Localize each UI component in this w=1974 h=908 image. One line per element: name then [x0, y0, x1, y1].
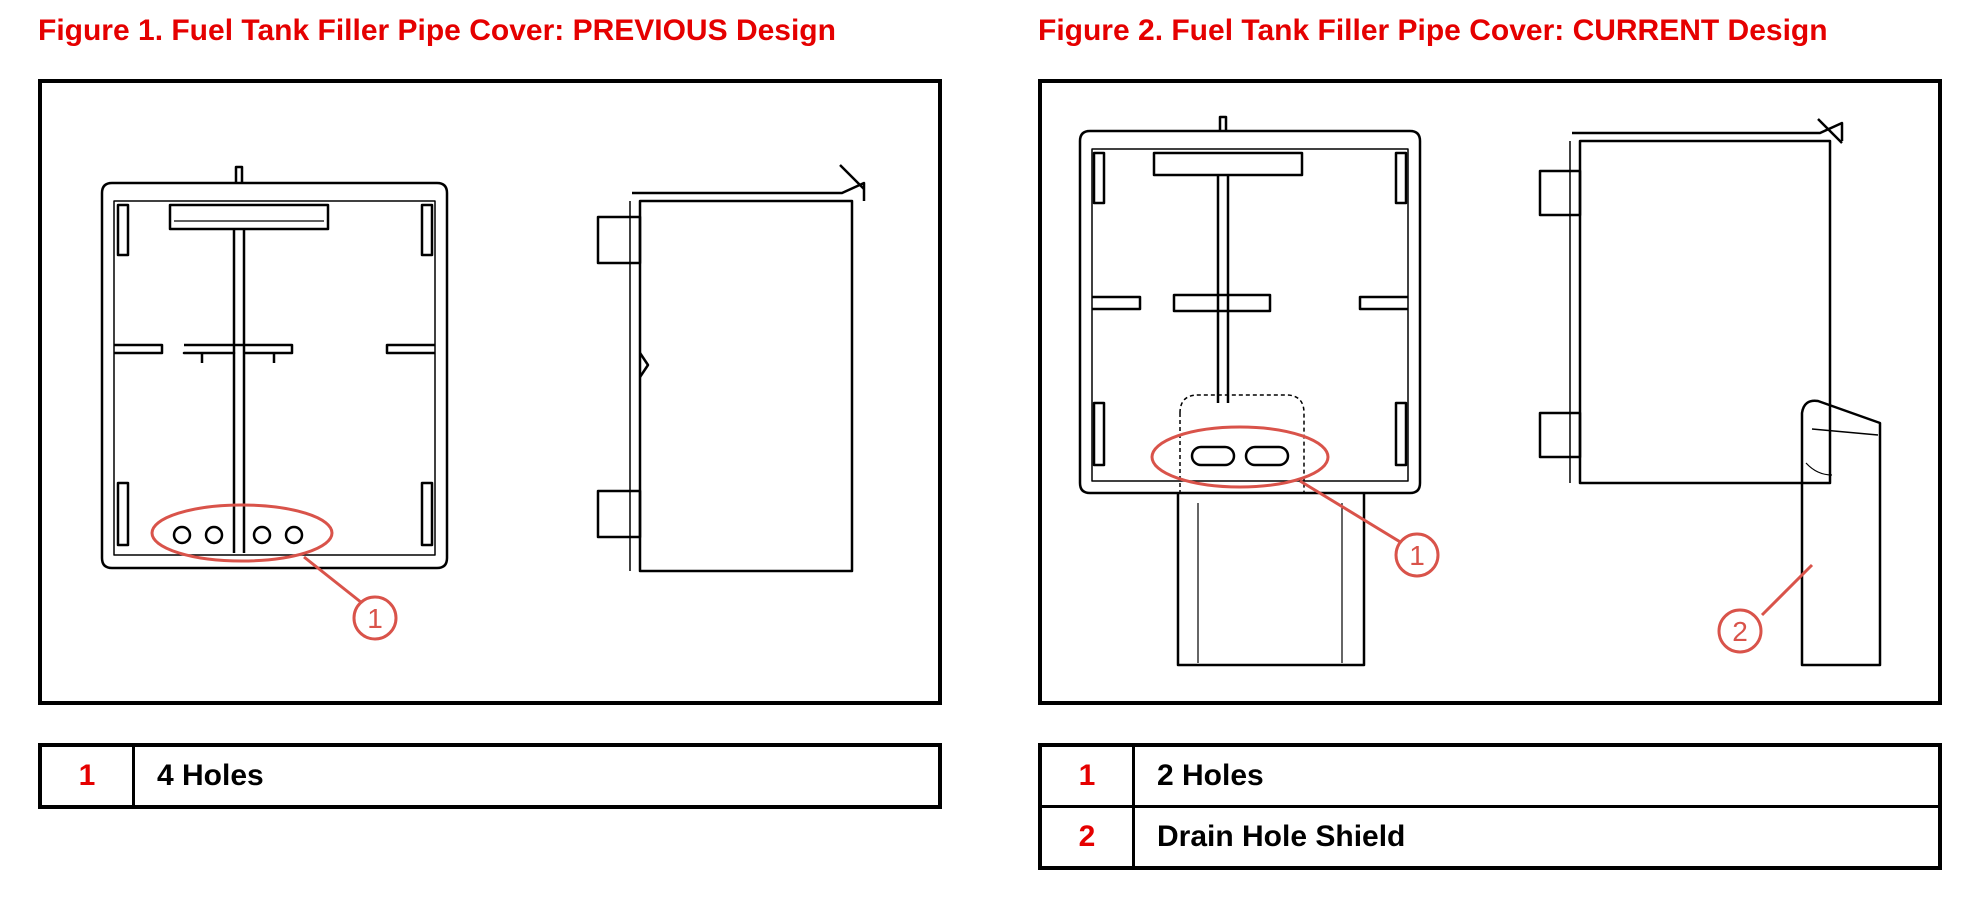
- figure-2-drawing-frame: 1 2: [1038, 79, 1942, 705]
- figure-1-legend: 1 4 Holes: [38, 743, 942, 809]
- callout-1-label: 1: [1409, 540, 1425, 571]
- figure-2-title: Figure 2. Fuel Tank Filler Pipe Cover: C…: [1038, 14, 1828, 47]
- legend-row: 1 4 Holes: [38, 743, 942, 809]
- legend-number: 1: [38, 743, 135, 809]
- previous-cover-side-view: [596, 164, 866, 573]
- legend-row: 1 2 Holes: [1038, 743, 1942, 808]
- callout-2-label: 2: [1732, 616, 1748, 647]
- legend-row: 2 Drain Hole Shield: [1038, 805, 1942, 870]
- figure-1-drawing-frame: 1: [38, 79, 942, 705]
- legend-number: 1: [1038, 743, 1135, 808]
- legend-number: 2: [1038, 805, 1135, 870]
- figure-2-drawing: 1 2: [1078, 115, 1882, 667]
- callout-1-previous: 1: [150, 503, 398, 641]
- figure-2-legend: 1 2 Holes 2 Drain Hole Shield: [1038, 743, 1942, 870]
- callout-2-current: 2: [1717, 563, 1814, 654]
- callout-1-label: 1: [367, 603, 383, 634]
- figure-1-title: Figure 1. Fuel Tank Filler Pipe Cover: P…: [38, 14, 836, 47]
- legend-description: 2 Holes: [1132, 743, 1942, 808]
- previous-cover-front-view: [100, 165, 449, 570]
- legend-description: Drain Hole Shield: [1132, 805, 1942, 870]
- current-cover-front-view: [1078, 115, 1422, 667]
- callout-1-current: 1: [1150, 425, 1440, 578]
- legend-description: 4 Holes: [132, 743, 942, 809]
- current-cover-side-view: [1538, 118, 1882, 667]
- figure-1-drawing: 1: [100, 164, 866, 641]
